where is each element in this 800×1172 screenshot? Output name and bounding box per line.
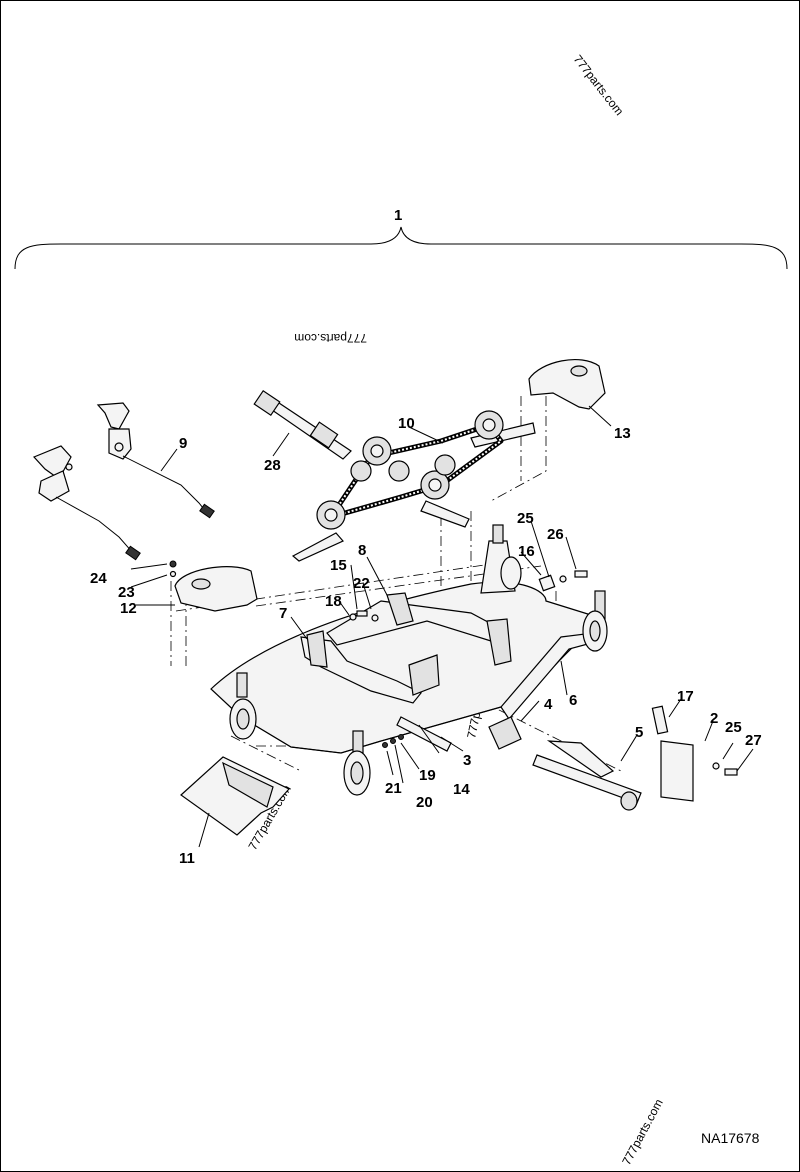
- callout-17: 17: [677, 688, 694, 705]
- nut-21: [382, 742, 388, 748]
- callout-23: 23: [118, 584, 135, 601]
- washer-20: [398, 734, 404, 740]
- bolt-27: [724, 768, 738, 776]
- lift-cable-upper-handle: [96, 402, 130, 430]
- watermark-top: 777parts.com: [571, 52, 627, 118]
- callout-3: 3: [463, 752, 471, 769]
- blade-right: [470, 422, 536, 448]
- caster-wheel-right: [582, 590, 608, 652]
- baffle-plate: [222, 761, 274, 808]
- lift-link-3: [396, 716, 452, 752]
- cover-knob-left: [191, 578, 211, 590]
- callout-4: 4: [544, 696, 553, 713]
- hitch-bushing: [620, 791, 638, 811]
- callout-1: 1: [394, 207, 402, 224]
- callout-9: 9: [179, 435, 187, 452]
- washer-25: [559, 575, 567, 583]
- frame-bracket-right: [386, 592, 414, 626]
- figure-reference: NA17678: [701, 1130, 760, 1146]
- callout-19: 19: [419, 767, 436, 784]
- lift-cable-upper: [122, 455, 208, 514]
- bolt-26: [574, 570, 588, 578]
- cable-pivot: [114, 442, 124, 452]
- washer-24: [169, 560, 177, 568]
- frame-bracket-rear: [486, 618, 512, 666]
- link-17: [651, 705, 669, 735]
- hitch-arm: [546, 740, 615, 778]
- lift-cable-lower-bracket: [38, 470, 70, 502]
- discharge-baffle: [180, 756, 290, 836]
- callout-5: 5: [635, 724, 643, 741]
- spacer-16: [538, 574, 556, 592]
- callout-7: 7: [279, 605, 287, 622]
- caster-wheel-front: [343, 730, 371, 796]
- lift-cable-lower: [55, 496, 134, 554]
- callout-25-top: 25: [517, 510, 534, 527]
- callout-27: 27: [745, 732, 762, 749]
- caster-wheel-rear: [500, 556, 522, 590]
- cable-end-upper: [199, 503, 215, 519]
- shaft-yoke-front: [253, 389, 281, 417]
- spindle-cover-left: [174, 566, 258, 612]
- blade-left: [291, 532, 344, 562]
- center-pivot: [408, 654, 440, 696]
- spindle-cover-right: [528, 359, 606, 410]
- callout-25-hitch: 25: [725, 719, 742, 736]
- deck-frame-upper: [326, 600, 502, 646]
- callout-14: 14: [453, 781, 470, 798]
- callout-28: 28: [264, 457, 281, 474]
- shaft-yoke-rear: [309, 421, 339, 449]
- pulley-group: [316, 410, 504, 530]
- cover-knob-right: [570, 365, 588, 377]
- callout-26: 26: [547, 526, 564, 543]
- washer-23: [169, 570, 177, 578]
- callout-8: 8: [358, 542, 366, 559]
- callout-24: 24: [90, 570, 107, 587]
- callout-2: 2: [710, 710, 718, 727]
- callout-20: 20: [416, 794, 433, 811]
- callout-22: 22: [353, 575, 370, 592]
- callout-11: 11: [179, 850, 195, 867]
- callout-6: 6: [569, 692, 577, 709]
- leader-lines: [130, 405, 754, 848]
- blade-front: [420, 500, 470, 528]
- callout-15: 15: [330, 557, 347, 574]
- cable-end-lower: [125, 545, 141, 561]
- pin-18: [349, 613, 357, 621]
- callout-10: 10: [398, 415, 415, 432]
- callout-21: 21: [385, 780, 402, 797]
- callout-12: 12: [120, 600, 137, 617]
- roller-4: [488, 716, 522, 750]
- cable-bolt: [65, 463, 73, 471]
- watermark-bottom: 777parts.com: [619, 1097, 665, 1168]
- washer-19: [390, 738, 396, 744]
- watermark-upside-down: 777parts.com: [294, 331, 367, 345]
- callout-13: 13: [614, 425, 631, 442]
- bolt-15: [356, 610, 368, 617]
- washer-25b: [712, 762, 720, 770]
- callout-18: 18: [325, 593, 342, 610]
- washer-22: [371, 614, 379, 622]
- assembly-brace: [14, 226, 788, 270]
- frame-bracket-left: [306, 630, 328, 668]
- post-cap: [492, 524, 504, 544]
- caster-wheel-left: [229, 672, 257, 740]
- callout-16: 16: [518, 543, 535, 560]
- hitch-bracket-2: [660, 740, 694, 802]
- lift-cable-lower-handle: [32, 445, 72, 480]
